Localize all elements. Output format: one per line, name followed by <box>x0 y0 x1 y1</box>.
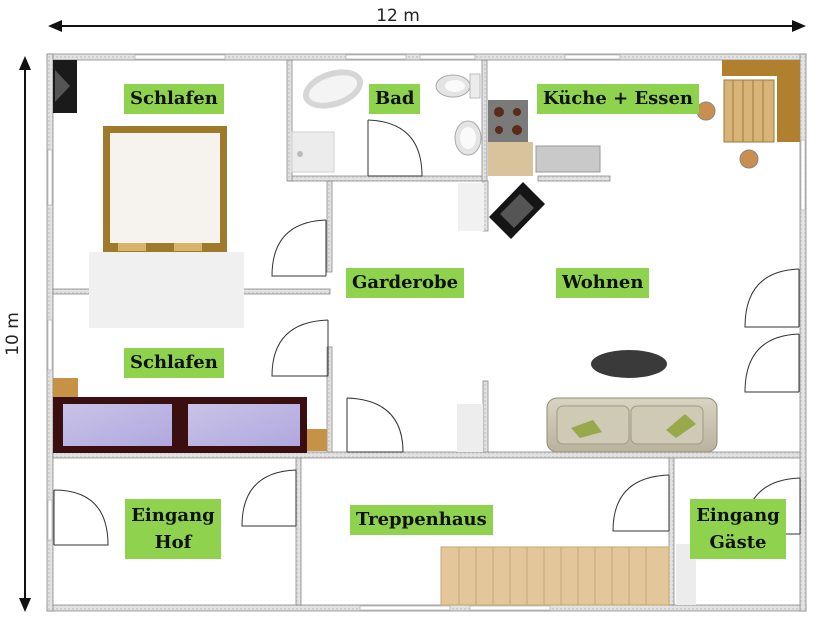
sofa <box>546 397 718 453</box>
fireplace-stove <box>489 182 545 239</box>
rug-faded <box>89 252 244 328</box>
guest-entry-panel <box>676 544 696 605</box>
coat-rack <box>458 183 484 231</box>
nightstand <box>53 378 78 398</box>
room-label-eingang-hof: Eingang Hof <box>125 499 221 559</box>
eingang-gaeste-line2: Gäste <box>709 532 767 553</box>
room-label-kueche-essen: Küche + Essen <box>537 84 699 114</box>
cooktop <box>488 100 528 142</box>
doors <box>53 119 801 546</box>
room-label-treppenhaus: Treppenhaus <box>350 505 493 535</box>
eingang-gaeste-line1: Eingang <box>696 505 780 526</box>
staircase <box>440 546 670 606</box>
kitchen-counter <box>488 142 533 176</box>
width-label: 12 m <box>376 6 420 26</box>
eingang-hof-line2: Hof <box>154 532 192 553</box>
wardrobe-dark <box>53 60 77 113</box>
eingang-hof-line1: Eingang <box>131 505 215 526</box>
nightstand <box>306 429 327 451</box>
room-label-bad: Bad <box>369 84 421 114</box>
shower-tray <box>291 131 335 173</box>
room-label-eingang-gaeste: Eingang Gäste <box>690 499 786 559</box>
windows <box>47 54 806 611</box>
height-label: 10 m <box>3 312 23 356</box>
wardrobe-glass <box>53 397 307 453</box>
room-label-garderobe: Garderobe <box>346 268 465 298</box>
toilet <box>435 73 481 99</box>
room-label-schlafen-1: Schlafen <box>124 84 224 114</box>
width-dimension: 12 m <box>48 6 806 32</box>
bathtub <box>302 69 364 109</box>
washbasin <box>454 120 482 156</box>
dining-table <box>696 60 800 169</box>
side-cabinet <box>457 404 483 452</box>
height-dimension: 10 m <box>3 56 31 612</box>
room-label-schlafen-2: Schlafen <box>124 348 224 378</box>
kitchen-sink <box>535 145 601 173</box>
room-label-wohnen: Wohnen <box>556 268 650 298</box>
coffee-table <box>591 350 667 378</box>
double-bed <box>103 126 227 252</box>
